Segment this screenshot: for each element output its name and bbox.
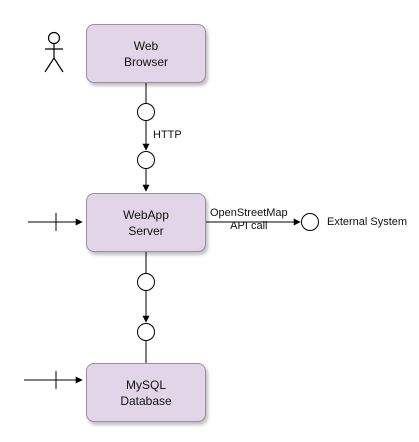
webapp-server-label: WebApp Server <box>123 207 169 238</box>
external-system-connection <box>206 213 319 231</box>
web-browser-label: Web Browser <box>123 38 168 69</box>
browser-server-connection <box>137 83 155 192</box>
server-database-connection <box>137 252 155 363</box>
external-system-label: External System <box>327 216 408 228</box>
server-db-interface-circle-icon <box>137 273 155 291</box>
browser-interface-circle-icon <box>137 103 155 121</box>
mysql-database-node[interactable]: MySQL Database <box>86 363 206 422</box>
openstreetmap-api-label: OpenStreetMap API call <box>210 207 288 232</box>
database-interface-circle-icon <box>137 323 155 341</box>
actor-stick-figure-icon <box>44 31 64 73</box>
server-entry-arrow-icon <box>28 213 83 231</box>
database-entry-arrow-icon <box>24 371 83 389</box>
web-browser-node[interactable]: Web Browser <box>86 24 206 83</box>
external-system-circle-icon <box>301 213 319 231</box>
http-label: HTTP <box>153 129 182 141</box>
mysql-database-label: MySQL Database <box>120 377 172 408</box>
server-interface-circle-icon <box>137 151 155 169</box>
webapp-server-node[interactable]: WebApp Server <box>86 193 206 252</box>
